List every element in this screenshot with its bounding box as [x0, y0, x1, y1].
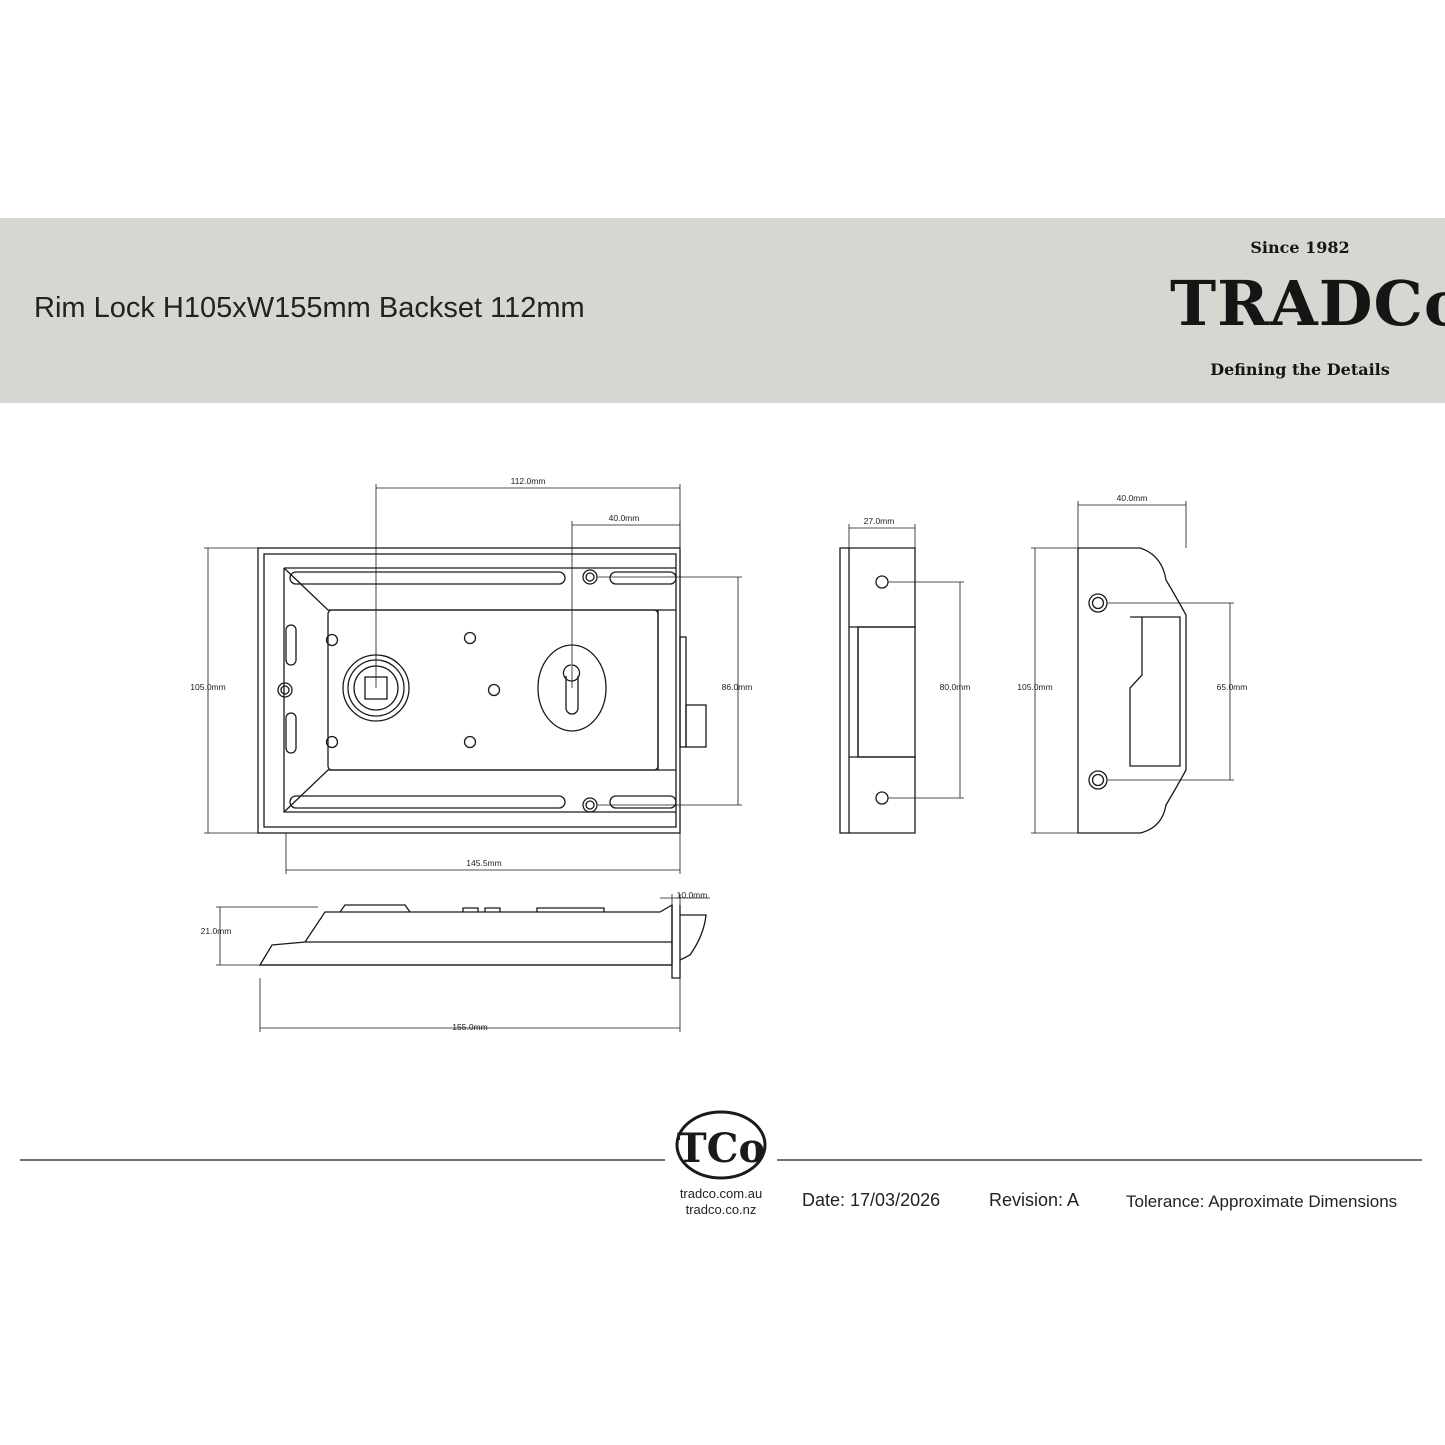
dim-thickness: 21.0mm	[201, 926, 232, 936]
dim-flange: 10.0mm	[677, 890, 708, 900]
monogram-text: TCo	[677, 1125, 765, 1172]
keeper-side-view	[839, 524, 964, 834]
dim-fixing-centres: 86.0mm	[722, 682, 753, 692]
monogram-logo: TCo	[675, 1110, 767, 1180]
tradco-logo: Since 1982 TRADCo Defining the Details	[1170, 236, 1445, 386]
dim-strike-width: 40.0mm	[1117, 493, 1148, 503]
logo-tagline: Defining the Details	[1210, 360, 1390, 379]
dim-case-width: 145.5mm	[466, 858, 501, 868]
site-nz: tradco.co.nz	[685, 1202, 757, 1217]
strike-plate-view	[1031, 501, 1234, 834]
dim-keeper-fixing: 80.0mm	[940, 682, 971, 692]
drawing-date: Date: 17/03/2026	[802, 1190, 941, 1210]
dim-overall-width: 155.0mm	[452, 1022, 487, 1032]
logo-brand: TRADCo	[1170, 267, 1445, 340]
site-au: tradco.com.au	[679, 1186, 763, 1201]
front-view	[204, 484, 742, 874]
dim-backset: 112.0mm	[511, 476, 546, 486]
dim-strike-height: 105.0mm	[1017, 682, 1052, 692]
dimension-labels: 112.0mm 40.0mm 105.0mm 86.0mm 145.5mm 27…	[190, 476, 1247, 1032]
page-title: Rim Lock H105xW155mm Backset 112mm	[34, 292, 585, 324]
header-band	[0, 218, 1445, 403]
dim-keeper-depth: 27.0mm	[864, 516, 895, 526]
dim-strike-fixing: 65.0mm	[1217, 682, 1248, 692]
logo-since: Since 1982	[1250, 238, 1350, 257]
drawing-tolerance: Tolerance: Approximate Dimensions	[1126, 1192, 1398, 1211]
drawing-revision: Revision: A	[989, 1190, 1080, 1210]
dim-height-front: 105.0mm	[190, 682, 225, 692]
dim-keyhole-offset: 40.0mm	[609, 513, 640, 523]
plan-view	[216, 894, 710, 1032]
